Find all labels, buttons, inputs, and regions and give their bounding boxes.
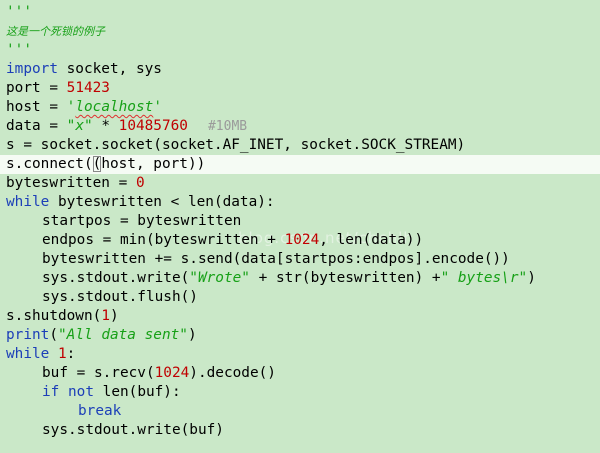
code-line-12[interactable]: startpos = byteswritten (0, 212, 600, 231)
code-text (59, 384, 68, 400)
keyword: while (6, 346, 50, 362)
code-line-22[interactable]: break (0, 402, 600, 421)
code-line-4[interactable]: import socket, sys (0, 60, 600, 79)
keyword: if (42, 384, 60, 400)
string-literal: "Wrote" (189, 270, 250, 286)
docstring-close: ''' (6, 42, 32, 58)
code-text: host = (6, 99, 67, 115)
code-text: s.connect( (6, 156, 93, 172)
code-text: startpos = byteswritten (42, 213, 242, 229)
code-text (49, 346, 58, 362)
code-line-7[interactable]: data = "x" * 10485760 #10MB (0, 117, 600, 136)
code-text: sys.stdout.flush() (42, 289, 198, 305)
code-text: len(buf): (94, 384, 181, 400)
code-area[interactable]: ''' 这是一个死锁的例子 ''' import socket, sys por… (0, 3, 600, 440)
number-literal: 0 (135, 175, 145, 191)
code-text: ) (109, 308, 119, 324)
code-line-10[interactable]: byteswritten = 0 (0, 174, 600, 193)
string-quote: ' (153, 99, 162, 115)
code-line-8[interactable]: s = socket.socket(socket.AF_INET, socket… (0, 136, 600, 155)
keyword: not (68, 384, 94, 400)
docstring-text: 这是一个死锁的例子 (6, 25, 105, 38)
code-line-6[interactable]: host = 'localhost' (0, 98, 600, 117)
code-text: port = (6, 80, 67, 96)
string-literal: "All data sent" (58, 327, 188, 343)
code-line-2[interactable]: 这是一个死锁的例子 (0, 22, 600, 41)
code-line-13[interactable]: endpos = min(byteswritten + 1024, len(da… (0, 231, 600, 250)
code-line-19[interactable]: while 1: (0, 345, 600, 364)
code-text: socket, sys (57, 61, 162, 77)
docstring-open: ''' (6, 4, 32, 20)
number-literal: 1 (58, 346, 67, 362)
code-text: + str(byteswritten) + (249, 270, 441, 286)
code-text: * (92, 118, 119, 134)
code-text: ) (527, 270, 536, 286)
code-text: byteswritten < len(data): (49, 194, 275, 210)
string-literal: "x" (66, 118, 93, 134)
code-line-11[interactable]: while byteswritten < len(data): (0, 193, 600, 212)
code-text: endpos = min(byteswritten + (42, 232, 285, 248)
code-text: sys.stdout.write(buf) (42, 422, 224, 438)
code-text: ( (49, 327, 58, 343)
spellcheck-flagged-word[interactable]: localhost (75, 99, 154, 115)
keyword: import (6, 61, 58, 77)
keyword: while (6, 194, 50, 210)
number-literal: 10485760 (118, 118, 188, 134)
number-literal: 51423 (66, 80, 110, 96)
code-line-14[interactable]: byteswritten += s.send(data[startpos:end… (0, 250, 600, 269)
code-text: sys.stdout.write( (42, 270, 190, 286)
number-literal: 1 (101, 308, 110, 324)
inline-comment: #10MB (207, 119, 248, 134)
code-line-15[interactable]: sys.stdout.write("Wrote" + str(byteswrit… (0, 269, 600, 288)
code-line-16[interactable]: sys.stdout.flush() (0, 288, 600, 307)
keyword: print (6, 327, 50, 343)
code-line-20[interactable]: buf = s.recv(1024).decode() (0, 364, 600, 383)
code-line-23[interactable]: sys.stdout.write(buf) (0, 421, 600, 440)
code-text: host, port)) (101, 156, 206, 172)
code-text: byteswritten += s.send(data[startpos:end… (42, 251, 510, 267)
string-quote: ' (66, 99, 76, 115)
code-line-5[interactable]: port = 51423 (0, 79, 600, 98)
number-literal: 1024 (284, 232, 320, 248)
code-line-21[interactable]: if not len(buf): (0, 383, 600, 402)
code-text: s = socket.socket(socket.AF_INET, socket… (6, 137, 466, 153)
matching-paren-highlight: ( (92, 156, 102, 172)
code-text: s.shutdown( (6, 308, 102, 324)
code-line-18[interactable]: print("All data sent") (0, 326, 600, 345)
code-line-17[interactable]: s.shutdown(1) (0, 307, 600, 326)
code-line-3[interactable]: ''' (0, 41, 600, 60)
keyword: break (78, 403, 122, 419)
code-text: ).decode() (189, 365, 276, 381)
current-line-highlight[interactable]: s.connect((host, port)) (0, 155, 600, 174)
code-text: , len(data)) (319, 232, 424, 248)
code-text: buf = s.recv( (42, 365, 155, 381)
code-text: : (66, 346, 76, 362)
code-line-1[interactable]: ''' (0, 3, 600, 22)
code-text: data = (6, 118, 67, 134)
string-literal: " bytes\r" (440, 270, 528, 286)
code-text: ) (187, 327, 197, 343)
code-text: byteswritten = (6, 175, 136, 191)
number-literal: 1024 (154, 365, 190, 381)
